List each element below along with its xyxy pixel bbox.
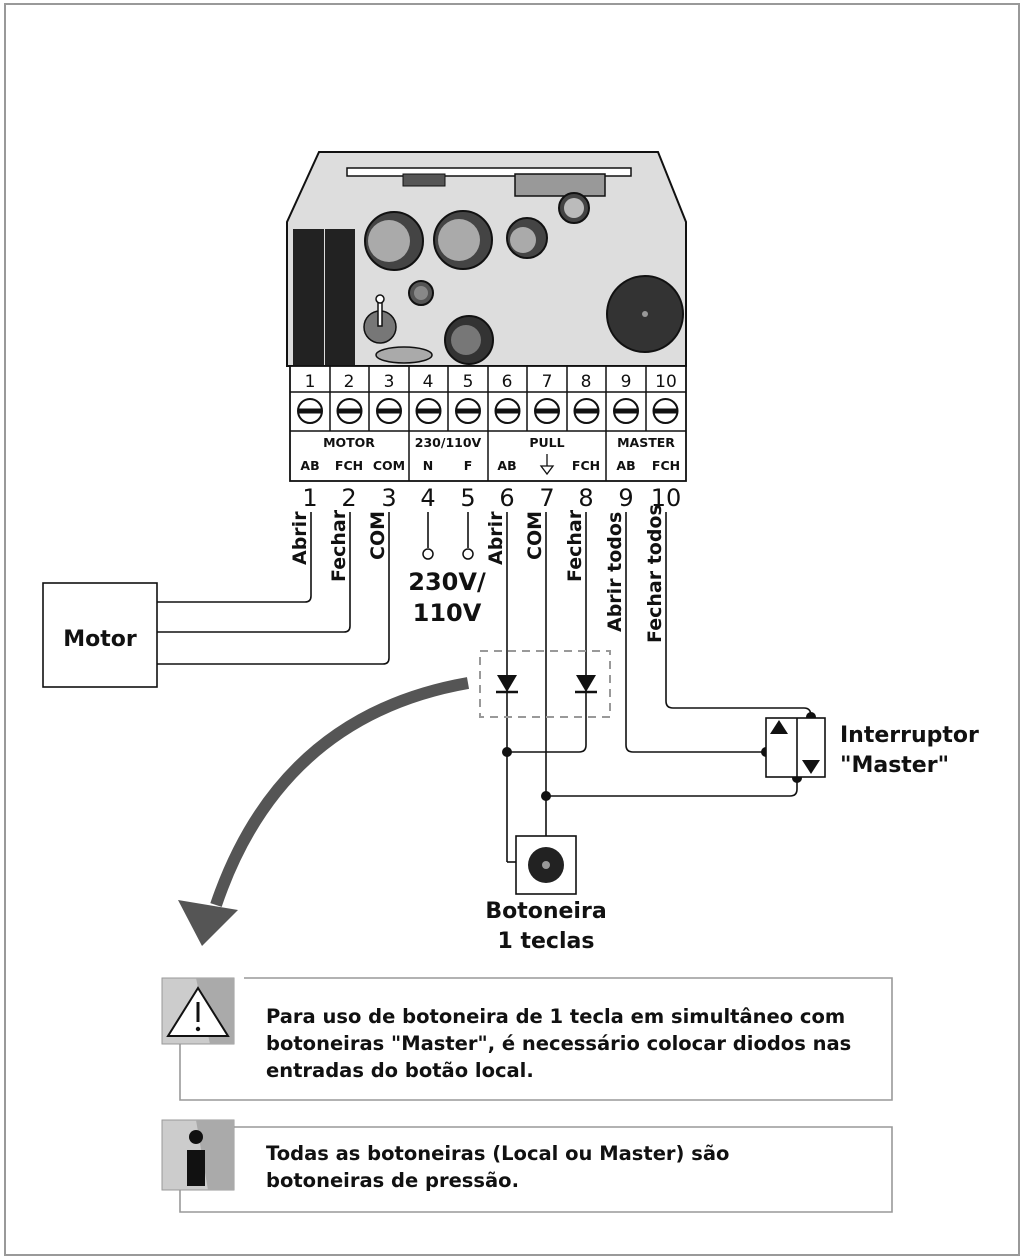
- pushbutton-label: Botoneira: [485, 899, 606, 924]
- terminal-number: 3: [384, 372, 395, 392]
- terminal-number: 6: [502, 372, 513, 392]
- diode-icon: [496, 675, 518, 694]
- terminal-number: 10: [655, 372, 677, 392]
- group-label-power: 230/110V: [415, 435, 482, 450]
- wire-number: 4: [420, 484, 435, 512]
- wire-label: Abrir todos: [604, 512, 626, 632]
- wire-label: Fechar: [564, 509, 586, 582]
- control-board: [286, 151, 687, 367]
- wire-number: 6: [499, 484, 514, 512]
- motor-box: [42, 582, 158, 688]
- info-box: [161, 1119, 893, 1213]
- wire-label: Fechar: [328, 509, 350, 582]
- wire-label: COM: [367, 511, 389, 560]
- terminal-sublabel: F: [464, 458, 473, 473]
- wire-label: COM: [524, 511, 546, 560]
- power-label: 230V/: [408, 568, 486, 596]
- terminal-sublabel: N: [423, 458, 433, 473]
- terminal-block: 1 2 3 4 5 6 7 8 9 10 MOTOR 230/110V PULL…: [289, 365, 687, 482]
- terminal-sublabel: FCH: [572, 458, 600, 473]
- wire-label: Fechar todos: [644, 504, 666, 643]
- terminal-sublabel: FCH: [335, 458, 363, 473]
- pushbutton: [515, 835, 577, 895]
- terminal-sublabel: AB: [300, 458, 319, 473]
- terminal-screw: [534, 398, 560, 424]
- warning-box: [161, 977, 893, 1101]
- wire-number: 7: [539, 484, 554, 512]
- wire-number: 8: [578, 484, 593, 512]
- terminal-sublabel: AB: [497, 458, 516, 473]
- terminal-screw: [336, 398, 363, 424]
- wire-number: 9: [618, 484, 633, 512]
- wires: [157, 512, 812, 863]
- terminal-sublabel: FCH: [652, 458, 680, 473]
- terminal-screw: [652, 398, 679, 424]
- terminal-screw: [376, 398, 402, 424]
- info-icon: [187, 1130, 205, 1186]
- warning-icon: [166, 986, 230, 1037]
- terminal-screw: [455, 398, 481, 424]
- power-label: 110V: [413, 599, 482, 627]
- terminal-screw: [415, 398, 442, 424]
- warning-note: Para uso de botoneira de 1 tecla em simu…: [266, 1005, 852, 1082]
- diode-icon: [575, 675, 597, 694]
- info-note: Todas as botoneiras (Local ou Master) sã…: [266, 1142, 730, 1192]
- terminal-number: 7: [542, 372, 553, 392]
- master-switch-label: Interruptor: [840, 723, 979, 748]
- curved-arrow: [178, 677, 470, 946]
- group-label-pull: PULL: [529, 435, 564, 450]
- terminal-number: 4: [423, 372, 434, 392]
- wire-label: Abrir: [485, 511, 507, 565]
- terminal-screw: [297, 398, 323, 424]
- wire-label: Abrir: [289, 511, 311, 565]
- pushbutton-label: 1 teclas: [498, 929, 595, 954]
- terminal-number: 9: [621, 372, 632, 392]
- terminal-number: 1: [305, 372, 316, 392]
- terminal-sublabel: AB: [616, 458, 635, 473]
- wire-number: 5: [460, 484, 475, 512]
- wire-number: 1: [302, 484, 317, 512]
- terminal-number: 2: [344, 372, 355, 392]
- terminal-number: 5: [463, 372, 474, 392]
- terminal-screw: [573, 398, 600, 424]
- terminal-screw: [613, 398, 639, 424]
- ground-icon: [539, 454, 555, 476]
- motor-label: Motor: [63, 627, 137, 652]
- group-label-master: MASTER: [617, 435, 675, 450]
- group-label-motor: MOTOR: [323, 435, 375, 450]
- wire-number: 3: [381, 484, 396, 512]
- terminal-screw: [494, 398, 521, 424]
- terminal-sublabel: COM: [373, 458, 405, 473]
- master-switch-label: "Master": [840, 753, 949, 778]
- wire-number: 2: [341, 484, 356, 512]
- wire-number: 10: [651, 484, 682, 512]
- terminal-number: 8: [581, 372, 592, 392]
- master-switch: [765, 717, 826, 778]
